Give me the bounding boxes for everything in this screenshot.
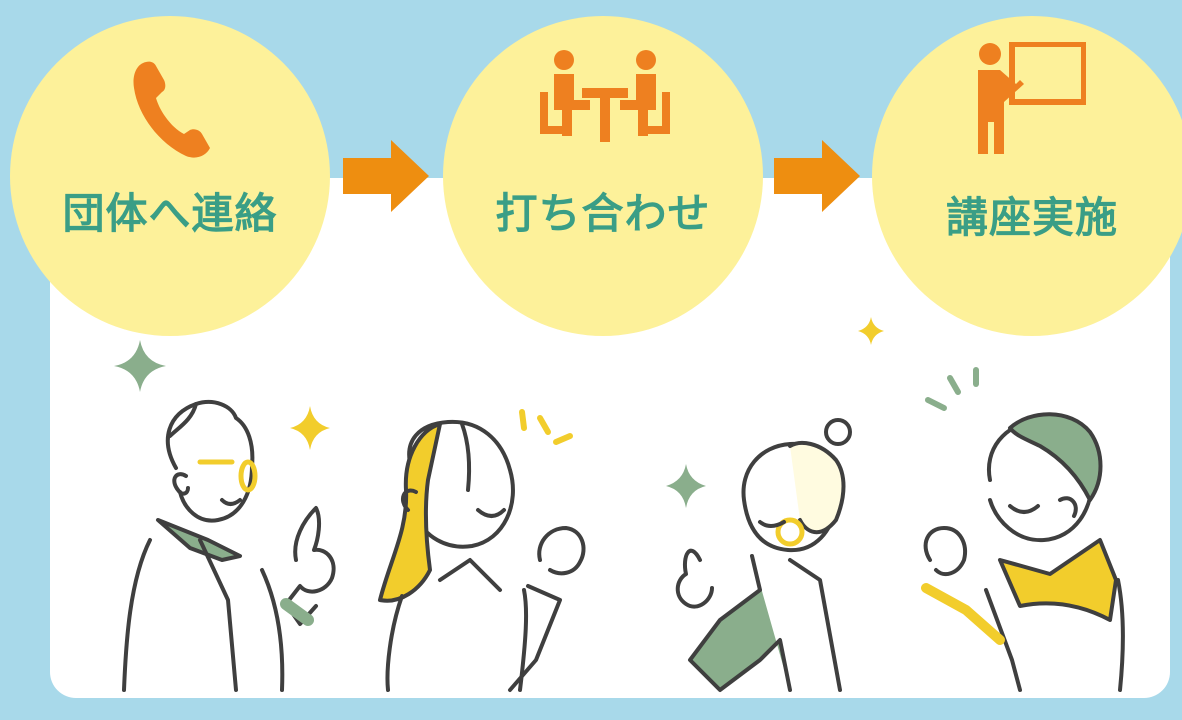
step-label: 講座実施 [945, 193, 1118, 242]
step-label: 打ち合わせ [495, 189, 711, 238]
sparkle-icon [114, 340, 166, 392]
step-meeting: 打ち合わせ [443, 16, 763, 336]
step-contact: 団体へ連絡 [10, 16, 330, 336]
sparkle-icon [666, 464, 706, 508]
step-lecture: 講座実施 [872, 16, 1182, 336]
sparkle-icon [290, 406, 330, 450]
arrow-right-icon [774, 140, 860, 212]
step-label: 団体へ連絡 [62, 189, 278, 238]
arrow-right-icon [343, 140, 429, 212]
lecture-icon [978, 42, 1086, 154]
phone-icon [133, 61, 210, 158]
sparkle-icon [858, 317, 884, 345]
meeting-icon [540, 50, 670, 142]
